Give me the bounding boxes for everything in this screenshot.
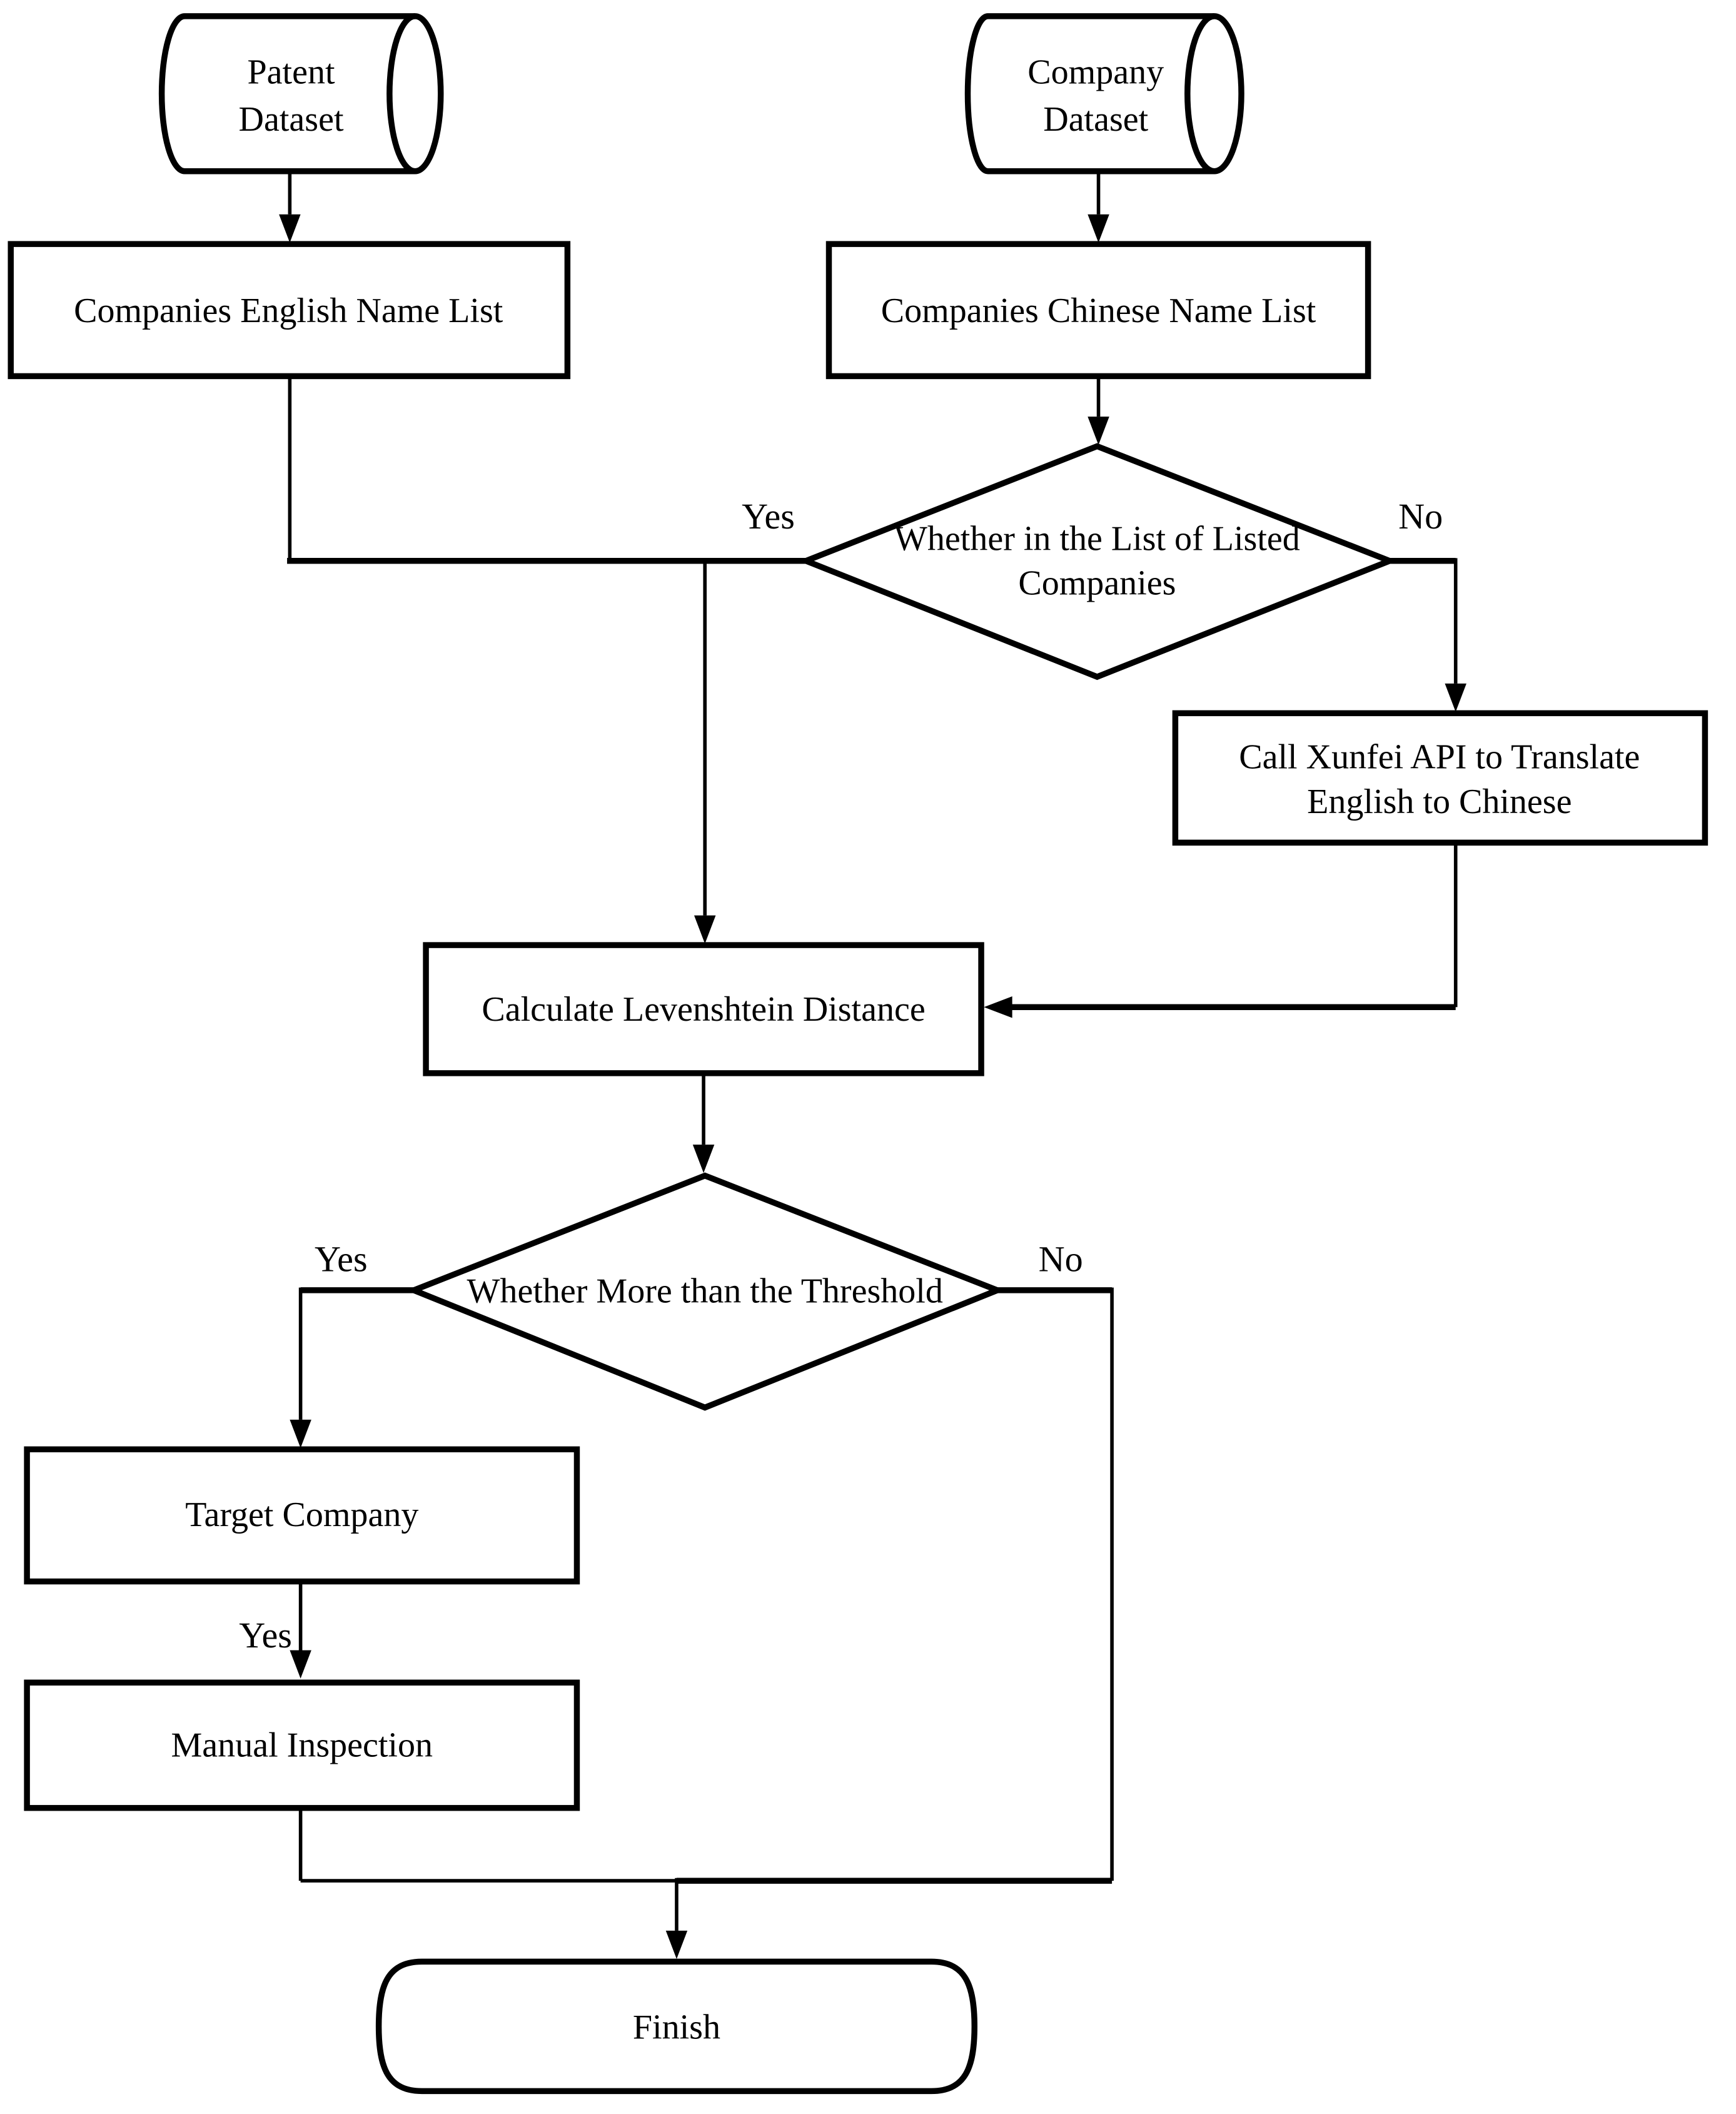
patent-dataset-label-line2: Dataset: [239, 100, 344, 139]
arrowhead-into-xunfei: [1445, 683, 1466, 712]
node-chinese-name-list: Companies Chinese Name List: [825, 241, 1371, 380]
calculate-levenshtein-label: Calculate Levenshtein Distance: [482, 990, 925, 1029]
edges: [279, 171, 1466, 1960]
node-company-dataset: Company Dataset: [964, 13, 1244, 174]
edge-labels: Yes No Yes No Yes: [239, 496, 1443, 1656]
arrowhead-into-manual: [290, 1650, 311, 1679]
call-xunfei-api-label-line1: Call Xunfei API to Translate: [1239, 738, 1640, 777]
manual-inspection-label: Manual Inspection: [171, 1726, 433, 1765]
company-dataset-label-line1: Company: [1027, 53, 1164, 92]
call-xunfei-api-box: [1172, 710, 1708, 846]
node-decision-listed: Whether in the List of Listed Companies: [797, 443, 1398, 680]
chinese-name-list-box: [825, 241, 1371, 380]
node-target-company: Target Company: [24, 1446, 580, 1585]
node-calculate-levenshtein: Calculate Levenshtein Distance: [423, 942, 984, 1076]
arrowhead-into-chinese-list: [1088, 214, 1109, 243]
english-name-list-label: Companies English Name List: [74, 291, 503, 330]
node-decision-threshold: Whether More than the Threshold: [405, 1172, 1006, 1411]
arrowhead-into-calculate-top: [694, 915, 716, 944]
arrowhead-into-decision-listed: [1088, 417, 1109, 445]
chinese-name-list-label: Companies Chinese Name List: [881, 291, 1316, 330]
finish-terminator: [375, 1958, 978, 2095]
node-finish: Finish: [375, 1958, 978, 2095]
call-xunfei-api-label-line2: English to Chinese: [1307, 782, 1572, 821]
label-listed-yes: Yes: [742, 496, 795, 537]
arrowhead-into-decision-threshold: [692, 1145, 715, 1173]
arrowhead-into-calculate-right: [984, 996, 1012, 1018]
patent-dataset-label-line1: Patent: [248, 53, 335, 92]
arrowhead-into-target: [290, 1419, 311, 1449]
patent-dataset-cylinder-cap: [386, 13, 416, 174]
english-name-list-box: [8, 241, 571, 380]
label-inspection-yes: Yes: [239, 1615, 292, 1656]
label-threshold-no: No: [1039, 1239, 1083, 1280]
decision-threshold-diamond: [405, 1172, 1006, 1411]
decision-listed-label-line2: Companies: [1018, 564, 1176, 603]
arrowhead-into-finish: [665, 1930, 688, 1960]
company-dataset-cylinder-cap: [1184, 13, 1215, 174]
node-english-name-list: Companies English Name List: [8, 241, 571, 380]
node-manual-inspection: Manual Inspection: [24, 1679, 580, 1811]
label-threshold-yes: Yes: [315, 1239, 368, 1280]
manual-inspection-box: [24, 1679, 580, 1811]
calculate-levenshtein-box: [423, 942, 984, 1076]
decision-listed-label-line1: Whether in the List of Listed: [894, 519, 1300, 558]
node-call-xunfei-api: Call Xunfei API to Translate English to …: [1172, 710, 1708, 846]
arrowhead-into-english-list: [279, 214, 301, 243]
decision-threshold-label: Whether More than the Threshold: [467, 1272, 943, 1310]
finish-label: Finish: [633, 2008, 720, 2046]
nodes: Patent Dataset Company Dataset Companies…: [8, 13, 1708, 2095]
target-company-label: Target Company: [185, 1495, 418, 1534]
node-patent-dataset: Patent Dataset: [158, 13, 444, 174]
target-company-box: [24, 1446, 580, 1585]
decision-listed-diamond: [797, 443, 1398, 680]
company-dataset-cylinder: [964, 13, 1244, 174]
label-listed-no: No: [1398, 496, 1443, 537]
company-dataset-label-line2: Dataset: [1043, 100, 1148, 139]
